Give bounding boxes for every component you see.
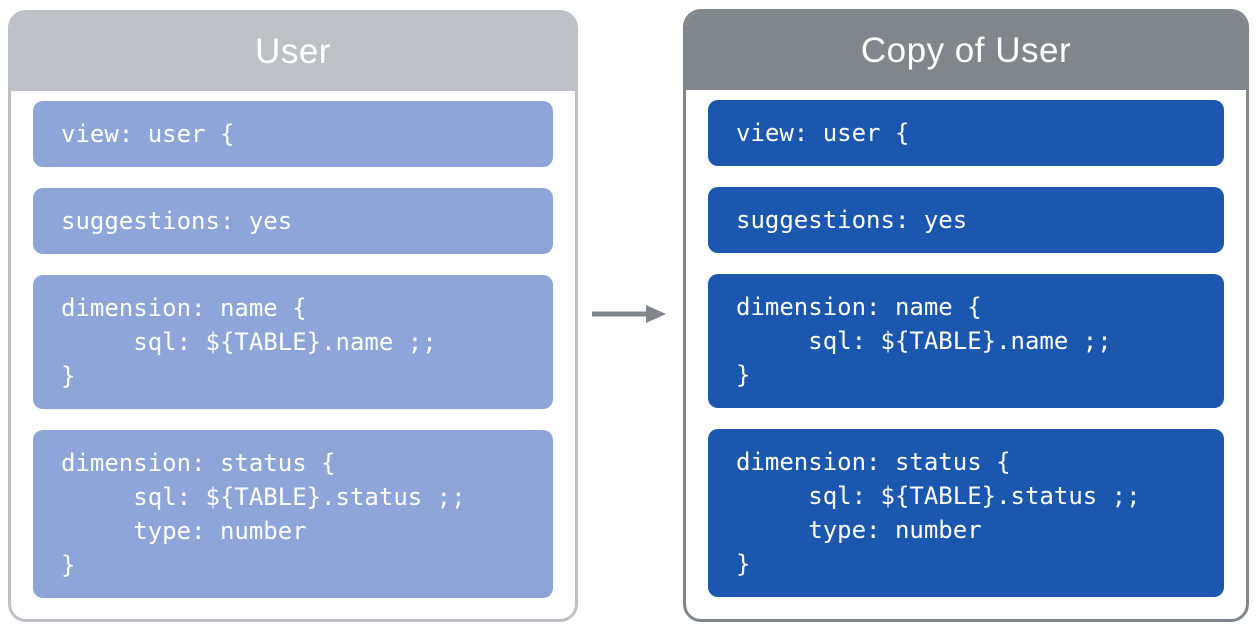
code-block-dimension-status: dimension: status { sql: ${TABLE}.status… xyxy=(708,429,1224,597)
code-line: dimension: name { xyxy=(736,293,982,321)
code-block-dimension-name: dimension: name { sql: ${TABLE}.name ;; … xyxy=(33,275,553,409)
code-line: suggestions: yes xyxy=(61,207,293,235)
code-block-dimension-name: dimension: name { sql: ${TABLE}.name ;; … xyxy=(708,274,1224,408)
code-line: dimension: name { xyxy=(61,294,307,322)
code-line: } xyxy=(736,550,751,578)
code-block-view-declaration: view: user { xyxy=(708,100,1224,166)
panel-user-header: User xyxy=(11,13,575,91)
panel-copy-of-user: Copy of User view: user { suggestions: y… xyxy=(683,9,1249,622)
panel-copy-of-user-body: view: user { suggestions: yes dimension:… xyxy=(686,90,1246,619)
panel-copy-of-user-title: Copy of User xyxy=(860,31,1072,70)
code-line: dimension: status { xyxy=(736,448,1011,476)
code-block-suggestions: suggestions: yes xyxy=(708,187,1224,253)
code-line: } xyxy=(736,361,751,389)
code-line: } xyxy=(61,551,76,579)
code-line: dimension: status { xyxy=(61,449,336,477)
panel-user: User view: user { suggestions: yes dimen… xyxy=(8,10,578,622)
panel-user-body: view: user { suggestions: yes dimension:… xyxy=(11,91,575,619)
arrow-right-icon xyxy=(591,302,667,326)
code-line: sql: ${TABLE}.name ;; xyxy=(736,327,1112,355)
panel-user-title: User xyxy=(255,32,331,71)
code-line: type: number xyxy=(736,516,982,544)
code-line: } xyxy=(61,362,76,390)
code-block-view-declaration: view: user { xyxy=(33,101,553,167)
code-block-dimension-status: dimension: status { sql: ${TABLE}.status… xyxy=(33,430,553,598)
code-line: sql: ${TABLE}.status ;; xyxy=(736,482,1141,510)
code-line: suggestions: yes xyxy=(736,206,968,234)
panel-copy-of-user-header: Copy of User xyxy=(686,12,1246,90)
code-line: view: user { xyxy=(61,120,235,148)
code-line: sql: ${TABLE}.name ;; xyxy=(61,328,437,356)
code-line: view: user { xyxy=(736,119,910,147)
code-line: sql: ${TABLE}.status ;; xyxy=(61,483,466,511)
code-block-suggestions: suggestions: yes xyxy=(33,188,553,254)
code-line: type: number xyxy=(61,517,307,545)
